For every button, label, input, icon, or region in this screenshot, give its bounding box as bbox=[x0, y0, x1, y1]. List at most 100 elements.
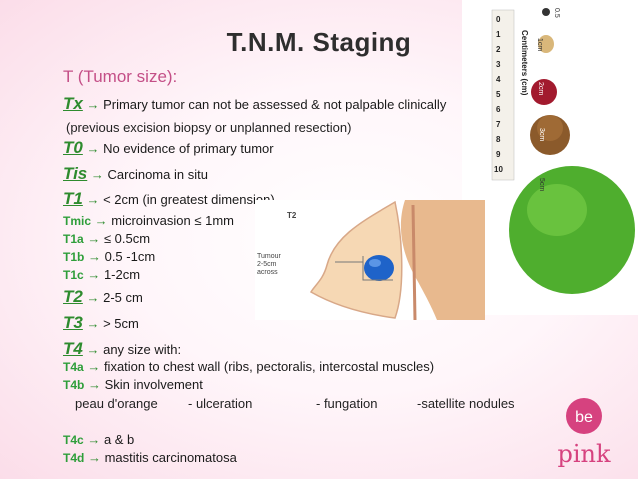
object-label: 3cm bbox=[538, 128, 545, 141]
row-t4: T4 → any size with: bbox=[63, 339, 181, 359]
row-t4d: T4d → mastitis carcinomatosa bbox=[63, 450, 237, 465]
row-t1c: T1c → 1-2cm bbox=[63, 267, 140, 282]
row-t1a: T1a → ≤ 0.5cm bbox=[63, 231, 150, 246]
row-t4a: T4a → fixation to chest wall (ribs, pect… bbox=[63, 359, 434, 374]
object-label: 1cm bbox=[536, 38, 543, 51]
arrow-icon: → bbox=[87, 231, 101, 246]
row-tx: Tx → Primary tumor can not be assessed &… bbox=[63, 94, 446, 114]
text-t2: 2-5 cm bbox=[103, 290, 143, 305]
ruler-tick: 9 bbox=[496, 150, 501, 159]
ruler-tick: 10 bbox=[494, 165, 503, 174]
object-label: 5cm bbox=[538, 178, 545, 191]
annotation-bracket bbox=[362, 256, 393, 281]
code-tis: Tis bbox=[63, 164, 88, 183]
code-t0: T0 bbox=[63, 138, 83, 157]
object-label: 0.5 bbox=[553, 8, 560, 18]
code-t2: T2 bbox=[63, 287, 83, 306]
tumor-size-subtitle: T (Tumor size): bbox=[63, 67, 178, 86]
row-t1: T1 → < 2cm (in greatest dimension) bbox=[63, 189, 275, 209]
object-label: 2cm bbox=[537, 82, 544, 95]
ruler-tick: 2 bbox=[496, 45, 501, 54]
be-pink-logo: be pink bbox=[557, 398, 611, 468]
arrow-icon: → bbox=[87, 267, 101, 282]
code-t4a: T4a bbox=[63, 360, 84, 374]
text-t1c: 1-2cm bbox=[103, 267, 141, 282]
ruler-tick: 7 bbox=[496, 120, 501, 129]
annotation-text: across bbox=[257, 269, 278, 276]
breast-tissue bbox=[309, 200, 403, 319]
ruler-tick: 6 bbox=[496, 105, 501, 114]
text-t0: No evidence of primary tumor bbox=[103, 141, 274, 156]
two-cm-cherry bbox=[531, 79, 557, 105]
code-t1b: T1b bbox=[63, 250, 85, 264]
text-t1b: 0.5 -1cm bbox=[104, 249, 156, 264]
ruler-tick: 0 bbox=[496, 15, 501, 24]
text-t1a: ≤ 0.5cm bbox=[103, 231, 151, 246]
arrow-icon: → bbox=[86, 342, 100, 357]
diagram-label: T2 bbox=[287, 211, 297, 220]
ruler bbox=[491, 9, 515, 181]
arrow-icon: → bbox=[90, 167, 104, 182]
text-t1: < 2cm (in greatest dimension) bbox=[103, 192, 275, 207]
logo-word-be: be bbox=[575, 409, 593, 426]
walnut-highlight bbox=[537, 115, 563, 141]
code-t4: T4 bbox=[63, 339, 83, 358]
arrow-icon: → bbox=[87, 450, 101, 465]
arrow-icon: → bbox=[86, 192, 100, 207]
sign-peau-dorange: peau d'orange bbox=[75, 396, 158, 411]
ruler-tick: 1 bbox=[496, 30, 501, 39]
text-t4: any size with: bbox=[103, 342, 182, 357]
note-tx: (previous excision biopsy or unplanned r… bbox=[66, 120, 352, 135]
tumor-highlight bbox=[369, 259, 381, 267]
code-t4d: T4d bbox=[63, 451, 85, 465]
text-t4d: mastitis carcinomatosa bbox=[104, 450, 237, 465]
ruler-tick: 4 bbox=[496, 75, 501, 84]
lime-highlight bbox=[527, 184, 587, 236]
arrow-icon: → bbox=[86, 141, 100, 156]
arrow-icon: → bbox=[87, 249, 101, 264]
one-cm-object bbox=[538, 35, 554, 53]
ruler-tick: 5 bbox=[496, 90, 501, 99]
half-cm-object bbox=[542, 8, 550, 16]
ruler-axis-label: Centimeters (cm) bbox=[520, 30, 529, 96]
arrow-icon: → bbox=[87, 359, 101, 374]
ruler-tick: 3 bbox=[496, 60, 501, 69]
row-tis: Tis → Carcinoma in situ bbox=[63, 164, 208, 184]
code-tx: Tx bbox=[63, 94, 83, 113]
arrow-icon: → bbox=[94, 213, 108, 228]
slide-title: T.N.M. Staging bbox=[226, 27, 412, 57]
tumor-mass bbox=[364, 255, 394, 281]
row-t2: T2 → 2-5 cm bbox=[63, 287, 143, 307]
row-tmic: Tmic → microinvasion ≤ 1mm bbox=[63, 213, 234, 228]
arrow-icon: → bbox=[86, 316, 100, 331]
sign-ulceration: - ulceration bbox=[188, 396, 253, 411]
text-tx: Primary tumor can not be assessed & not … bbox=[103, 97, 447, 112]
logo-word-pink: pink bbox=[557, 440, 610, 468]
code-t4c: T4c bbox=[63, 433, 84, 447]
arrow-icon: → bbox=[86, 290, 100, 305]
sign-satellite-nodules: -satellite nodules bbox=[417, 396, 515, 411]
arrow-icon: → bbox=[87, 432, 101, 447]
text-t4b: Skin involvement bbox=[104, 377, 203, 392]
text-tmic: microinvasion ≤ 1mm bbox=[111, 213, 234, 228]
code-t1: T1 bbox=[63, 189, 83, 208]
text-t4a: fixation to chest wall (ribs, pectoralis… bbox=[103, 359, 435, 374]
chest-wall bbox=[400, 200, 485, 320]
arrow-icon: → bbox=[86, 97, 100, 112]
breast-diagram: T2 Tumour 2-5cm across bbox=[255, 200, 485, 320]
rib-layer bbox=[411, 204, 417, 320]
text-tis: Carcinoma in situ bbox=[107, 167, 208, 182]
row-t1b: T1b → 0.5 -1cm bbox=[63, 249, 155, 264]
code-t3: T3 bbox=[63, 313, 83, 332]
ruler-tick: 8 bbox=[496, 135, 501, 144]
annotation-text: 2-5cm bbox=[257, 261, 277, 268]
row-t0: T0 → No evidence of primary tumor bbox=[63, 138, 274, 158]
code-t1c: T1c bbox=[63, 268, 84, 282]
code-t4b: T4b bbox=[63, 378, 85, 392]
code-tmic: Tmic bbox=[63, 214, 92, 228]
logo-circle bbox=[566, 398, 602, 434]
text-t4c: a & b bbox=[103, 432, 135, 447]
size-comparison-image: 0 1 2 3 4 5 6 7 8 9 10 Centimeters (cm) … bbox=[462, 0, 638, 315]
row-t3: T3 → > 5cm bbox=[63, 313, 139, 333]
code-t1a: T1a bbox=[63, 232, 84, 246]
